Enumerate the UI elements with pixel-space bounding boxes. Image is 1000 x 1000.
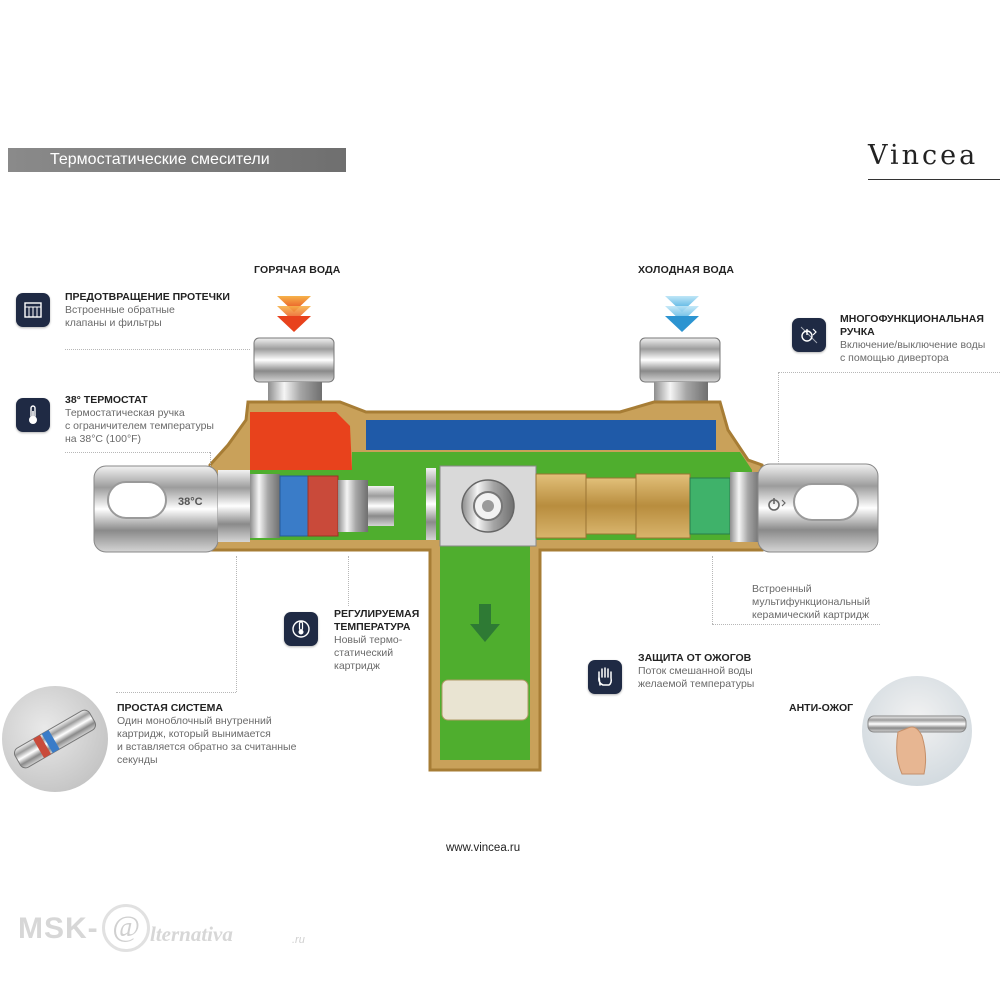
anti-burn-photo [862, 676, 972, 786]
power-diverter-icon [792, 318, 826, 352]
hot-water-label: ГОРЯЧАЯ ВОДА [254, 264, 341, 276]
filter-icon [16, 293, 50, 327]
cartridge-photo [2, 686, 108, 792]
website-link[interactable]: www.vincea.ru [446, 842, 521, 854]
feature-desc-line: желаемой температуры [638, 678, 755, 690]
feature-desc-line: с ограничителем температуры [65, 420, 214, 432]
leader-line [778, 372, 1000, 373]
feature-title: ПРЕДОТВРАЩЕНИЕ ПРОТЕЧКИ [65, 291, 230, 303]
feature-desc-line: на 38°C (100°F) [65, 433, 142, 445]
feature-title: РЕГУЛИРУЕМАЯ [334, 608, 420, 620]
leader-line [348, 556, 349, 606]
hand-icon [588, 660, 622, 694]
watermark-right: lternativa [150, 922, 233, 946]
multifunction-handle [757, 463, 879, 553]
leader-line [236, 556, 237, 692]
feature-scald-protection: ЗАЩИТА ОТ ОЖОГОВ Поток смешанной воды же… [638, 652, 754, 691]
feature-desc-line: керамический картридж [752, 609, 870, 621]
feature-title: ЗАЩИТА ОТ ОЖОГОВ [638, 652, 752, 664]
power-symbol-icon [766, 494, 788, 514]
hot-water-arrow [277, 296, 311, 332]
cold-water-label: ХОЛОДНАЯ ВОДА [638, 264, 735, 276]
cold-inlet-connector [639, 337, 721, 404]
leader-line [712, 556, 713, 624]
feature-multifunction-handle: МНОГОФУНКЦИОНАЛЬНАЯ РУЧКА Включение/выкл… [840, 313, 985, 365]
feature-desc-line: Включение/выключение воды [840, 339, 986, 351]
hot-inlet-connector [253, 337, 335, 404]
feature-desc-line: Встроенные обратные [65, 304, 175, 316]
leader-line [210, 452, 211, 466]
feature-desc-line: Термостатическая ручка [65, 407, 185, 419]
leader-line [712, 624, 880, 625]
leader-line [116, 692, 236, 693]
watermark-tld: .ru [292, 934, 305, 946]
temperature-marking: 38°C [178, 496, 203, 508]
feature-title: МНОГОФУНКЦИОНАЛЬНАЯ [840, 313, 984, 325]
brand-logo: Vincea [868, 140, 1000, 180]
feature-desc-line: секунды [117, 754, 158, 766]
feature-desc-line: Поток смешанной воды [638, 665, 753, 677]
thermometer-dial-icon [284, 612, 318, 646]
watermark-at: @ [102, 904, 150, 952]
feature-adjustable-temperature: РЕГУЛИРУЕМАЯ ТЕМПЕРАТУРА Новый термо- ст… [334, 608, 419, 673]
feature-desc-line: и вставляется обратно за считанные [117, 741, 297, 753]
mixed-flow-arrow [470, 604, 500, 642]
feature-desc-line: картридж [334, 660, 380, 672]
diverter-block [426, 465, 537, 547]
thermostatic-cartridge [218, 470, 394, 542]
feature-desc-line: Новый термо- [334, 634, 403, 646]
header-bar: Термостатические смесители [8, 148, 346, 172]
cold-water-arrow [665, 296, 699, 332]
feature-desc-line: Встроенный [752, 583, 812, 595]
leader-line [65, 452, 210, 453]
feature-title: 38° ТЕРМОСТАТ [65, 394, 148, 406]
feature-title: РУЧКА [840, 326, 875, 338]
feature-title: АНТИ-ОЖОГ [789, 702, 854, 714]
feature-desc-line: картридж, который вынимается [117, 728, 271, 740]
feature-ceramic-cartridge: Встроенный мультифункциональный керамиче… [752, 583, 870, 622]
feature-title: ТЕМПЕРАТУРА [334, 621, 411, 633]
watermark-left: MSK- [18, 912, 99, 945]
feature-title: ПРОСТАЯ СИСТЕМА [117, 702, 223, 714]
page-title: Термостатические смесители [50, 151, 270, 168]
leader-line [65, 349, 250, 350]
feature-anti-burn: АНТИ-ОЖОГ [789, 702, 853, 715]
ceramic-cartridge [535, 472, 760, 542]
feature-desc-line: с помощью дивертора [840, 352, 949, 364]
feature-leak-prevention: ПРЕДОТВРАЩЕНИЕ ПРОТЕЧКИ Встроенные обрат… [65, 291, 230, 330]
feature-desc-line: мультифункциональный [752, 596, 871, 608]
thermostat-handle [93, 465, 219, 553]
feature-desc-line: статический [334, 647, 394, 659]
feature-desc-line: клапаны и фильтры [65, 317, 162, 329]
thermometer-icon [16, 398, 50, 432]
feature-simple-system: ПРОСТАЯ СИСТЕМА Один моноблочный внутрен… [117, 702, 296, 767]
leader-line [778, 372, 779, 464]
feature-thermostat: 38° ТЕРМОСТАТ Термостатическая ручка с о… [65, 394, 214, 446]
feature-desc-line: Один моноблочный внутренний [117, 715, 272, 727]
